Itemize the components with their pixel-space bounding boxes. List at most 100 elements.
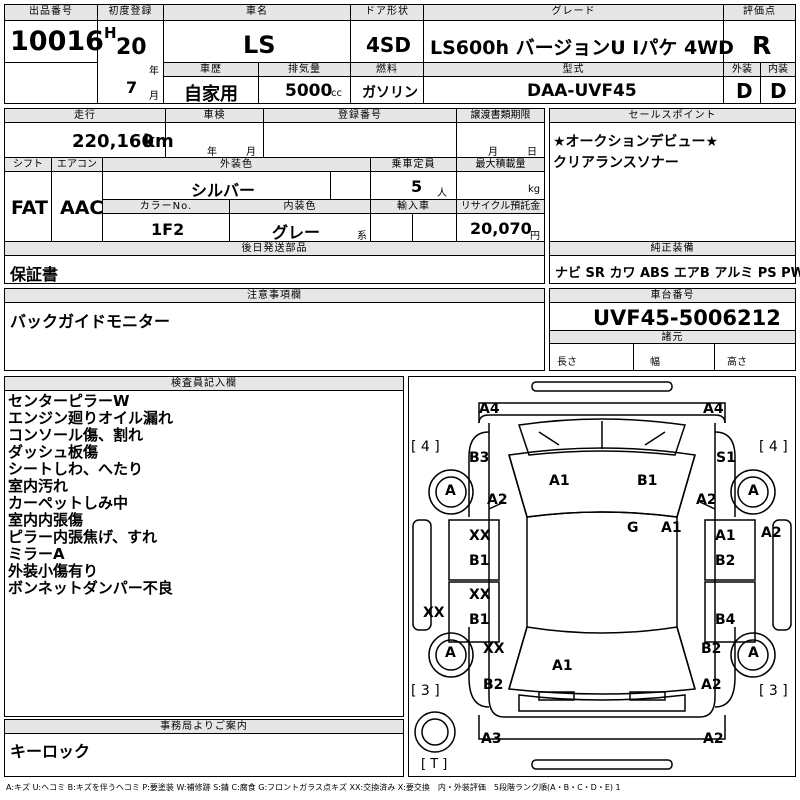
equipment-list: ナビ SR カワ ABS エアB アルミ PS PW [555, 262, 800, 281]
ins-month-unit: 月 [246, 147, 256, 158]
car-name: LS [243, 31, 276, 59]
damage-code: A4 [703, 401, 724, 417]
damage-code: [ 4 ] [759, 439, 788, 455]
color-no: 1F2 [151, 220, 185, 239]
header-block [4, 4, 796, 104]
inspector-line: センターピラーW [8, 392, 130, 410]
equip-alloy: アルミ [714, 266, 754, 281]
first-reg-label: 初度登録 [98, 5, 163, 21]
inspector-line: ピラー内張焦げ、すれ [8, 528, 157, 546]
selling-points-box [549, 108, 796, 284]
damage-code: A2 [761, 525, 782, 541]
tr-month-unit: 月 [488, 147, 498, 158]
selling-point-2: クリアランスソナー [553, 155, 679, 171]
damage-code: A2 [701, 677, 722, 693]
color-no-label: カラーNo. [103, 200, 229, 214]
recycle-unit: 円 [530, 231, 540, 242]
ext-score: D [736, 79, 753, 103]
damage-code: A4 [479, 401, 500, 417]
inspector-line: ダッシュ板傷 [8, 443, 99, 461]
transfer-label: 譲渡書類期限 [457, 109, 544, 123]
era: H [104, 24, 117, 42]
car-outline [412, 381, 792, 770]
history-label: 車歴 [164, 63, 258, 77]
damage-code: S1 [716, 450, 736, 466]
damage-code: A2 [487, 492, 508, 508]
door-type: 4SD [366, 33, 411, 57]
shift-label: シフト [5, 158, 51, 172]
load-label: 最大積載量 [457, 158, 544, 172]
damage-code: A1 [552, 658, 573, 674]
damage-code: A1 [549, 473, 570, 489]
int-score: D [770, 79, 787, 103]
load-unit: kg [528, 184, 541, 195]
damage-code: B2 [701, 641, 722, 657]
capacity-unit: 人 [437, 188, 447, 199]
tr-day-unit: 日 [527, 147, 537, 158]
length-label: 長さ [557, 357, 577, 368]
score: R [752, 31, 772, 60]
int-label: 内装 [761, 63, 795, 77]
grade: LS600h バージョンU Iパケ 4WD [430, 37, 734, 59]
int-color-label: 内装色 [230, 200, 370, 214]
displacement-label: 排気量 [259, 63, 350, 77]
ac-label: エアコン [52, 158, 102, 172]
ins-year-unit: 年 [207, 147, 217, 158]
int-color: グレー [272, 223, 321, 242]
mileage-label: 走行 [5, 109, 165, 123]
recycle-fee: 20,070 [470, 219, 532, 238]
equip-navi: ナビ [555, 266, 582, 281]
height-label: 高さ [727, 357, 747, 368]
recycle-label: リサイクル預託金 [457, 200, 544, 214]
inspector-line: 室内汚れ [8, 477, 69, 495]
int-color-unit: 系 [357, 231, 367, 242]
office-label: 事務局よりご案内 [5, 720, 403, 734]
shift: FAT [11, 197, 48, 219]
inspector-label: 検査員記入欄 [5, 377, 403, 391]
later-parts: 保証書 [10, 265, 59, 284]
equip-pw: PW [781, 266, 800, 281]
damage-code: G [627, 520, 639, 536]
damage-code: B1 [469, 612, 490, 628]
damage-code: [ 4 ] [411, 439, 440, 455]
door-label: ドア形状 [351, 5, 423, 21]
inspector-line: コンソール傷、割れ [8, 426, 144, 444]
inspector-line: カーペットしみ中 [8, 494, 129, 512]
equip-sr: SR [585, 266, 605, 281]
inspector-line: 外装小傷有り [8, 562, 99, 580]
inspector-line: エンジン廻りオイル漏れ [8, 409, 174, 427]
model-label: 型式 [424, 63, 723, 77]
selling-point-1: ★オークションデビュー★ [553, 134, 719, 150]
inspector-box [4, 376, 404, 717]
equip-airbag: エアB [673, 266, 710, 281]
detail-block [4, 108, 545, 284]
damage-code: A2 [696, 492, 717, 508]
caution-text: バックガイドモニター [10, 312, 171, 331]
damage-code: XX [483, 641, 505, 657]
year-unit: 年 [149, 66, 159, 77]
ext-label: 外装 [724, 63, 760, 77]
damage-code: B3 [469, 450, 490, 466]
selling-points-label: セールスポイント [550, 109, 795, 123]
chassis-label: 車台番号 [550, 289, 795, 303]
history: 自家用 [184, 84, 238, 105]
capacity-label: 乗車定員 [371, 158, 456, 172]
fuel-label: 燃料 [351, 63, 423, 77]
damage-code: [ 3 ] [411, 683, 440, 699]
import-label: 輸入車 [371, 200, 456, 214]
damage-code: B2 [715, 553, 736, 569]
damage-code: [ T ] [421, 757, 448, 772]
damage-code: A1 [661, 520, 682, 536]
inspector-line: シートしわ、へたり [8, 460, 144, 478]
dims-label: 諸元 [550, 330, 795, 344]
caution-box [4, 288, 545, 371]
month-unit: 月 [149, 91, 159, 102]
reg-no-label: 登録番号 [264, 109, 456, 123]
lot-no-label: 出品番号 [5, 5, 97, 21]
inspector-line: 室内内張傷 [8, 511, 84, 529]
damage-code: A [445, 645, 456, 661]
damage-code: XX [469, 587, 491, 603]
inspector-lines: センターピラーW エンジン廻りオイル漏れ コンソール傷、割れ ダッシュ板傷 シー… [8, 393, 173, 597]
equip-leather: カワ [609, 266, 636, 281]
